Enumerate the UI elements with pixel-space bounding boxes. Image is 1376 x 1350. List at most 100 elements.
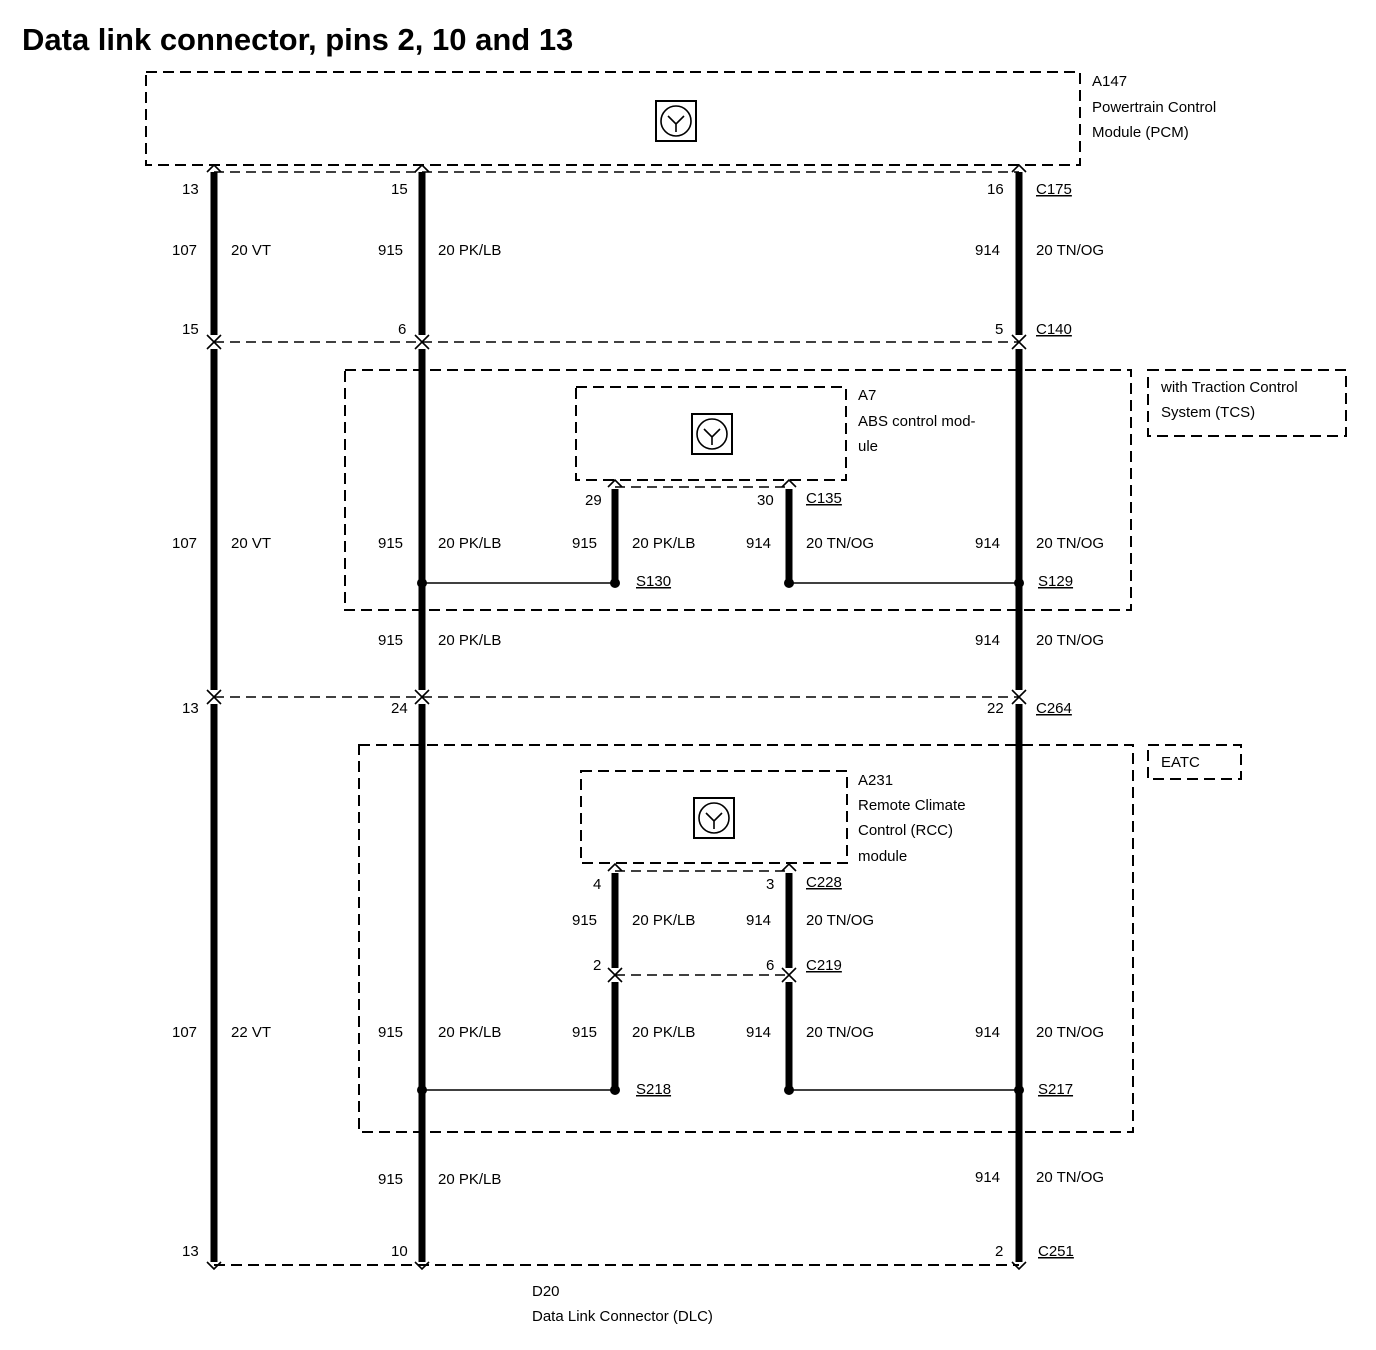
rcc-branch-915-num-2: 915 <box>572 1024 597 1041</box>
circuit-914-color-5: 20 TN/OG <box>1036 1169 1104 1186</box>
c264-pin-c: 22 <box>987 700 1004 717</box>
c264-pin-a: 13 <box>182 700 199 717</box>
circuit-915-color-1: 20 PK/LB <box>438 242 501 259</box>
circuit-915-num-4: 915 <box>378 1024 403 1041</box>
c140-pin-b: 6 <box>398 321 406 338</box>
circuit-914-color-4: 20 TN/OG <box>1036 1024 1104 1041</box>
abs-module-id: A7 <box>858 387 876 404</box>
pcm-module-id: A147 <box>1092 73 1127 90</box>
c228-pin-a: 4 <box>593 876 601 893</box>
diagram-title: Data link connector, pins 2, 10 and 13 <box>22 22 573 57</box>
circuit-107-color-1: 20 VT <box>231 242 271 259</box>
abs-branch-914-num: 914 <box>746 535 771 552</box>
c264-connector-label: C264 <box>1036 700 1072 717</box>
circuit-914-color-2: 20 TN/OG <box>1036 535 1104 552</box>
c175-connector-label: C175 <box>1036 181 1072 198</box>
circuit-915-num-2: 915 <box>378 535 403 552</box>
c135-connector-label: C135 <box>806 490 842 507</box>
circuit-914-num-2: 914 <box>975 535 1000 552</box>
c251-connector-label: C251 <box>1038 1243 1074 1260</box>
c140-pin-c: 5 <box>995 321 1003 338</box>
tcs-option-box <box>344 369 1132 611</box>
abs-branch-915-num: 915 <box>572 535 597 552</box>
s129-splice-label: S129 <box>1038 573 1073 590</box>
eatc-option-label: EATC <box>1161 754 1200 771</box>
s129-splice-dot-branch <box>784 578 794 588</box>
s130-splice-label: S130 <box>636 573 671 590</box>
rcc-module-name-line2: Control (RCC) <box>858 822 953 839</box>
c140-pin-a: 15 <box>182 321 199 338</box>
c219-pin-b: 6 <box>766 957 774 974</box>
circuit-914-color-1: 20 TN/OG <box>1036 242 1104 259</box>
pcm-module-box <box>145 71 1081 166</box>
c135-chevrons <box>607 478 797 488</box>
c219-chevrons <box>607 967 797 983</box>
tcs-option-line2: System (TCS) <box>1161 404 1255 421</box>
abs-module-box <box>575 386 847 481</box>
c228-pin-b: 3 <box>766 876 774 893</box>
pcm-module-name-line2: Module (PCM) <box>1092 124 1189 141</box>
c228-chevrons <box>607 862 797 872</box>
rcc-module-box <box>580 770 848 864</box>
abs-branch-914-color: 20 TN/OG <box>806 535 874 552</box>
s217-splice-label: S217 <box>1038 1081 1073 1098</box>
abs-branch-915-color: 20 PK/LB <box>632 535 695 552</box>
circuit-915-num-3: 915 <box>378 632 403 649</box>
circuit-107-color-3: 22 VT <box>231 1024 271 1041</box>
tcs-option-label-box <box>1147 369 1347 437</box>
c251-pin-b: 10 <box>391 1243 408 1260</box>
circuit-914-num-5: 914 <box>975 1169 1000 1186</box>
c228-connector-label: C228 <box>806 874 842 891</box>
s129-splice-dot-main <box>1014 578 1024 588</box>
circuit-107-num-2: 107 <box>172 535 197 552</box>
s217-splice-dot-main <box>1014 1085 1024 1095</box>
circuit-914-num-3: 914 <box>975 632 1000 649</box>
circuit-107-num-1: 107 <box>172 242 197 259</box>
s218-splice-dot-main <box>417 1085 427 1095</box>
rcc-module-id: A231 <box>858 772 893 789</box>
abs-module-name-line1: ABS control mod- <box>858 413 976 430</box>
eatc-option-box <box>358 744 1134 1133</box>
c219-connector-label: C219 <box>806 957 842 974</box>
c175-pin-c: 16 <box>987 181 1004 198</box>
pcm-module-icon <box>655 100 697 142</box>
s130-splice-dot-branch <box>610 578 620 588</box>
c219-pin-a: 2 <box>593 957 601 974</box>
circuit-915-num-1: 915 <box>378 242 403 259</box>
c264-pin-b: 24 <box>391 700 408 717</box>
tcs-option-line1: with Traction Control <box>1160 379 1298 396</box>
c175-pin-a: 13 <box>182 181 199 198</box>
circuit-914-color-3: 20 TN/OG <box>1036 632 1104 649</box>
s218-splice-label: S218 <box>636 1081 671 1098</box>
connector-chevrons <box>206 163 1027 1271</box>
c135-pin-a: 29 <box>585 492 602 509</box>
rcc-branch-914-num-1: 914 <box>746 912 771 929</box>
rcc-module-name-line3: module <box>858 848 907 865</box>
s218-splice-dot-branch <box>610 1085 620 1095</box>
s130-splice-dot-main <box>417 578 427 588</box>
c175-pin-b: 15 <box>391 181 408 198</box>
rcc-branch-915-color-1: 20 PK/LB <box>632 912 695 929</box>
abs-module-name-line2: ule <box>858 438 878 455</box>
circuit-915-color-3: 20 PK/LB <box>438 632 501 649</box>
circuit-107-num-3: 107 <box>172 1024 197 1041</box>
rcc-branch-914-color-1: 20 TN/OG <box>806 912 874 929</box>
dlc-module-name: Data Link Connector (DLC) <box>532 1308 713 1325</box>
s217-splice-dot-branch <box>784 1085 794 1095</box>
dlc-module-id: D20 <box>532 1283 560 1300</box>
circuit-914-num-1: 914 <box>975 242 1000 259</box>
c140-connector-label: C140 <box>1036 321 1072 338</box>
c251-pin-c: 2 <box>995 1243 1003 1260</box>
pcm-module-name-line1: Powertrain Control <box>1092 99 1216 116</box>
circuit-915-color-5: 20 PK/LB <box>438 1171 501 1188</box>
rcc-module-icon <box>693 797 735 839</box>
rcc-branch-914-num-2: 914 <box>746 1024 771 1041</box>
eatc-option-label-box <box>1147 744 1242 780</box>
circuit-915-color-4: 20 PK/LB <box>438 1024 501 1041</box>
circuit-915-num-5: 915 <box>378 1171 403 1188</box>
c135-pin-b: 30 <box>757 492 774 509</box>
rcc-branch-915-num-1: 915 <box>572 912 597 929</box>
c251-pin-a: 13 <box>182 1243 199 1260</box>
rcc-branch-914-color-2: 20 TN/OG <box>806 1024 874 1041</box>
